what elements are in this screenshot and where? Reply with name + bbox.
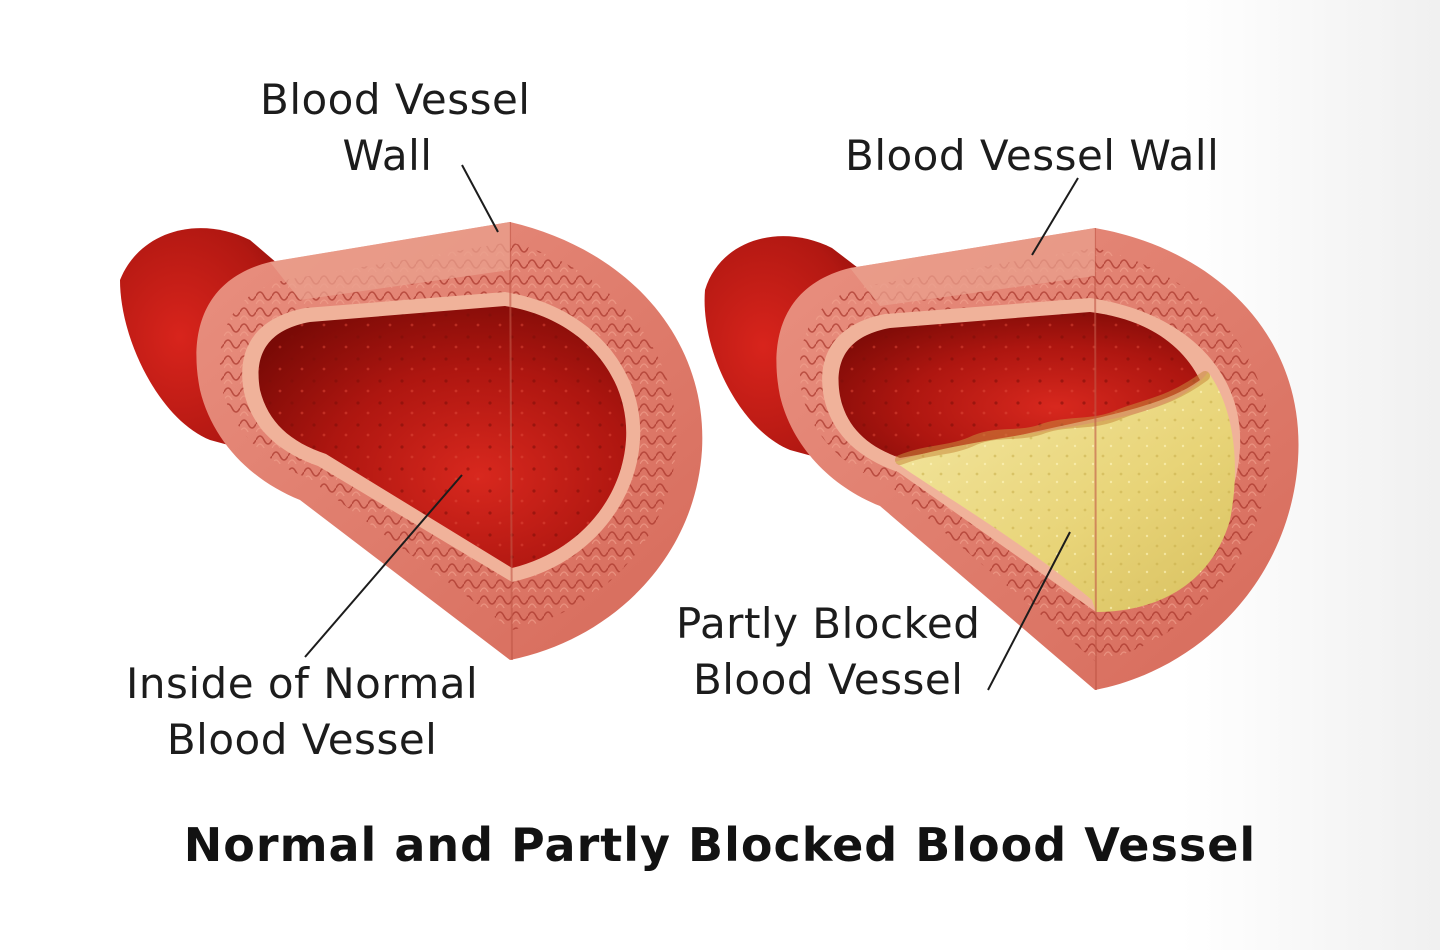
label-normal-inside-line1: Inside of Normal [126,659,479,708]
label-normal-wall: Blood Vessel Wall [260,72,530,184]
normal-vessel-lumen-texture [258,306,627,568]
label-normal-inside: Inside of Normal Blood Vessel [126,656,478,768]
blocked-vessel [704,227,1299,691]
label-normal-wall-line2: Wall [342,131,433,180]
normal-vessel-top-band [270,222,510,300]
label-blocked-wall: Blood Vessel Wall [845,131,1220,180]
leader-line-normal-wall [461,164,499,233]
label-blocked-vessel: Partly Blocked Blood Vessel [676,596,980,708]
normal-vessel-cut-seam [509,221,513,661]
blocked-vessel-cut-seam [1094,227,1097,691]
blocked-vessel-plaque-texture [895,372,1235,612]
leader-line-blocked-wall [1031,177,1079,256]
normal-vessel [120,221,703,661]
label-blocked-vessel-line1: Partly Blocked [676,599,981,648]
blocked-vessel-plaque-edge [895,371,1210,465]
leader-line-normal-inside [304,474,463,658]
blocked-vessel-top-band [850,228,1095,306]
blocked-vessel-lumen-texture [838,312,1200,458]
leader-line-blocked-vessel [987,531,1071,691]
diagram-title: Normal and Partly Blocked Blood Vessel [183,818,1257,872]
label-normal-inside-line2: Blood Vessel [166,715,438,764]
label-normal-wall-line1: Blood Vessel [260,75,531,124]
label-blocked-vessel-line2: Blood Vessel [692,655,964,704]
